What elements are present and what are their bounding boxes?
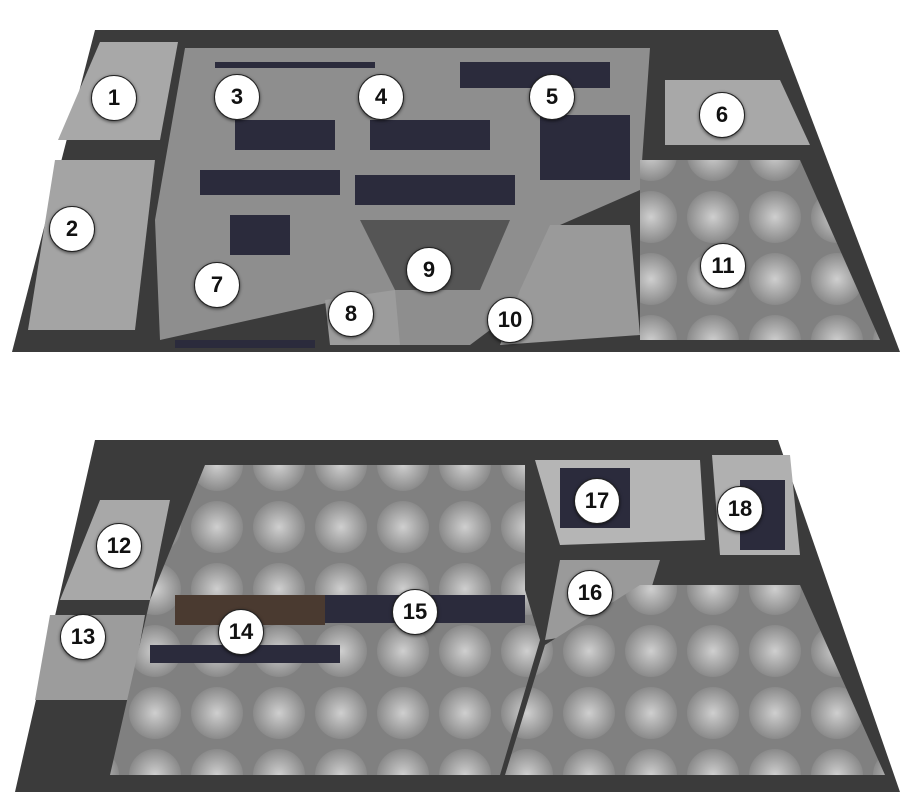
room-11 (640, 160, 880, 340)
room-2 (28, 160, 155, 330)
upper-floor (12, 30, 900, 352)
marker-16: 16 (567, 570, 613, 616)
marker-8: 8 (328, 291, 374, 337)
marker-5: 5 (529, 74, 575, 120)
marker-1: 1 (91, 75, 137, 121)
marker-14: 14 (218, 609, 264, 655)
marker-10: 10 (487, 297, 533, 343)
equipment-area (175, 62, 630, 348)
marker-6: 6 (699, 92, 745, 138)
marker-4: 4 (358, 74, 404, 120)
lower-floor (15, 440, 900, 792)
lower-right-hall (505, 585, 885, 775)
marker-3: 3 (214, 74, 260, 120)
marker-7: 7 (194, 262, 240, 308)
marker-12: 12 (96, 523, 142, 569)
room-10 (500, 225, 640, 345)
marker-2: 2 (49, 206, 95, 252)
marker-17: 17 (574, 478, 620, 524)
marker-15: 15 (392, 589, 438, 635)
marker-11: 11 (700, 243, 746, 289)
marker-13: 13 (60, 614, 106, 660)
marker-18: 18 (717, 486, 763, 532)
marker-9: 9 (406, 247, 452, 293)
